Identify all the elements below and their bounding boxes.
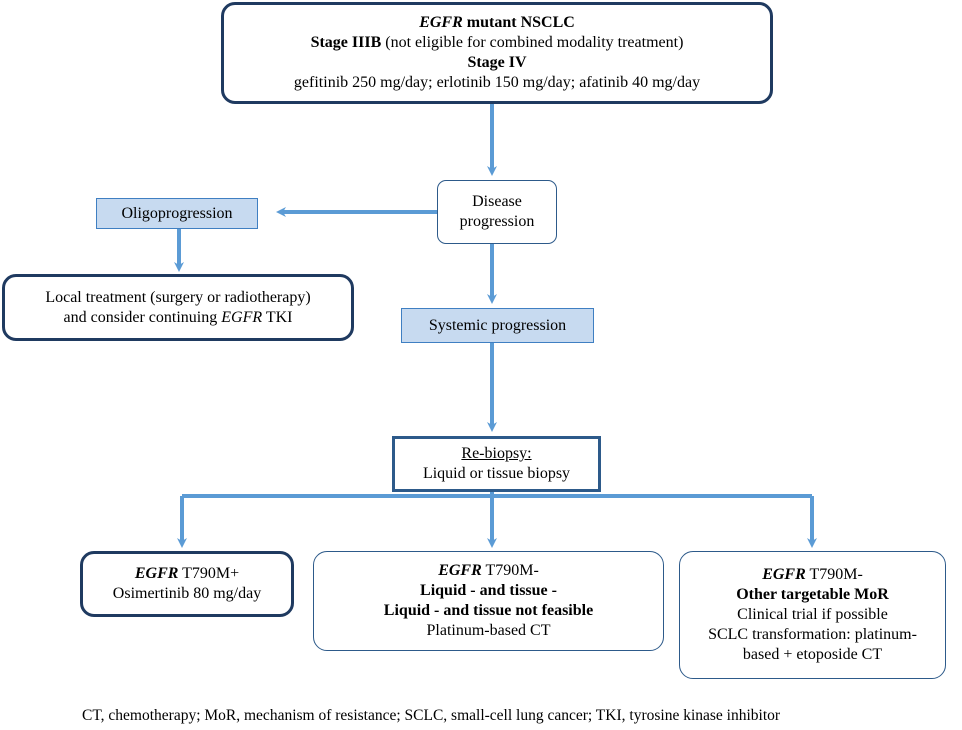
t790m-positive-box: EGFR T790M+ Osimertinib 80 mg/day [80, 551, 294, 617]
t790m-other-clinical-trial: Clinical trial if possible [737, 606, 888, 623]
t790m-other-mor-box: EGFR T790M- Other targetable MoR Clinica… [679, 551, 946, 679]
abbreviations-footnote: CT, chemotherapy; MoR, mechanism of resi… [82, 707, 781, 724]
local-treatment-line1: Local treatment (surgery or radiotherapy… [45, 288, 311, 306]
systemic-progression-label: Systemic progression [428, 316, 567, 334]
rebiopsy-title: Re-biopsy: [461, 445, 532, 462]
top-box-title: EGFR mutant NSCLC [419, 14, 575, 31]
oligoprogression-box: Oligoprogression [96, 198, 258, 229]
t790m-other-title: EGFR T790M- [762, 566, 863, 583]
systemic-progression-box: Systemic progression [401, 308, 594, 343]
top-box-stage-iv: Stage IV [467, 54, 527, 71]
t790m-negative-liquid-tissue: Liquid - and tissue - [420, 582, 557, 599]
disease-progression-box: Disease progression [437, 180, 557, 244]
disease-progression-line2: progression [459, 213, 535, 230]
t790m-other-sclc-line2: based + etoposide CT [742, 646, 883, 663]
disease-progression-line1: Disease [472, 193, 522, 210]
t790m-negative-treatment: Platinum-based CT [426, 622, 551, 639]
t790m-positive-title: EGFR T790M+ [134, 565, 240, 582]
t790m-other-mor: Other targetable MoR [736, 586, 889, 603]
t790m-negative-title: EGFR T790M- [438, 562, 539, 579]
local-treatment-box: Local treatment (surgery or radiotherapy… [2, 274, 354, 341]
rebiopsy-subtitle: Liquid or tissue biopsy [422, 465, 571, 482]
rebiopsy-box: Re-biopsy: Liquid or tissue biopsy [392, 436, 601, 492]
egfr-mutant-nsclc-box: EGFR mutant NSCLC Stage IIIB (not eligib… [221, 2, 773, 104]
t790m-negative-box: EGFR T790M- Liquid - and tissue - Liquid… [313, 551, 664, 651]
t790m-positive-treatment: Osimertinib 80 mg/day [112, 585, 262, 602]
t790m-negative-not-feasible: Liquid - and tissue not feasible [383, 602, 594, 619]
oligoprogression-label: Oligoprogression [121, 204, 233, 222]
top-box-dosages: gefitinib 250 mg/day; erlotinib 150 mg/d… [293, 74, 701, 91]
local-treatment-line2: and consider continuing EGFR TKI [63, 308, 293, 326]
t790m-other-sclc-line1: SCLC transformation: platinum- [708, 626, 917, 643]
top-box-stage-iiib: Stage IIIB (not eligible for combined mo… [310, 34, 684, 51]
